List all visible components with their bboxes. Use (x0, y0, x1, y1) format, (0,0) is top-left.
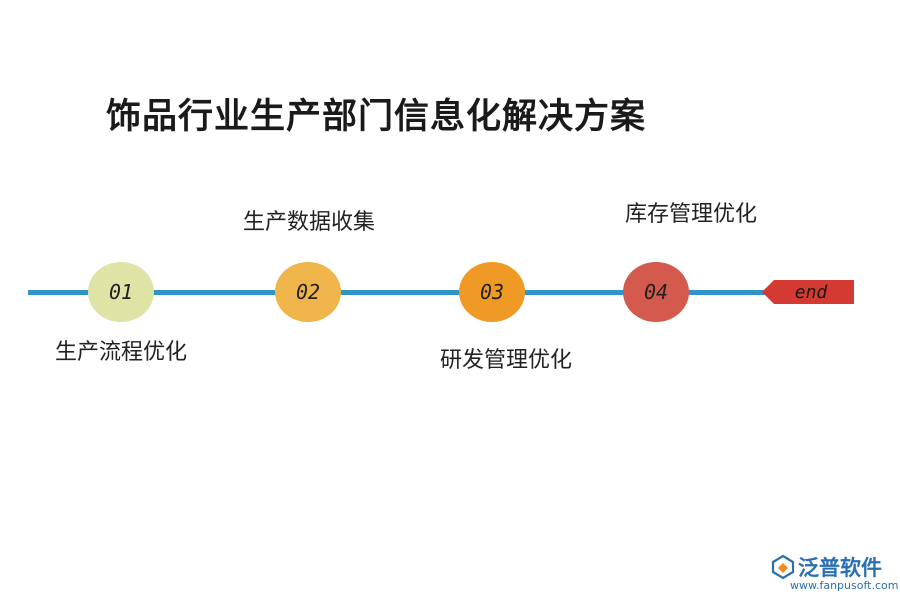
step-node-03: 03 (459, 262, 525, 322)
step-node-02: 02 (275, 262, 341, 322)
step-label-02: 生产数据收集 (243, 210, 376, 235)
step-number: 02 (295, 280, 321, 304)
step-number: 03 (479, 280, 505, 304)
step-label-04: 库存管理优化 (625, 202, 758, 227)
page-title: 饰品行业生产部门信息化解决方案 (106, 96, 647, 137)
end-marker: end (762, 280, 854, 304)
logo-name: 泛普软件 (798, 556, 882, 580)
step-node-01: 01 (88, 262, 154, 322)
step-node-04: 04 (623, 262, 689, 322)
step-label-01: 生产流程优化 (55, 340, 188, 365)
end-label: end (794, 281, 828, 303)
logo-url: www.fanpusoft.com (790, 579, 899, 592)
timeline-line (28, 290, 768, 295)
step-number: 01 (108, 280, 134, 304)
fanpu-logo-icon (771, 554, 795, 580)
step-number: 04 (643, 280, 669, 304)
step-label-03: 研发管理优化 (440, 348, 573, 373)
brand-logo: 泛普软件 www.fanpusoft.com (770, 552, 898, 596)
